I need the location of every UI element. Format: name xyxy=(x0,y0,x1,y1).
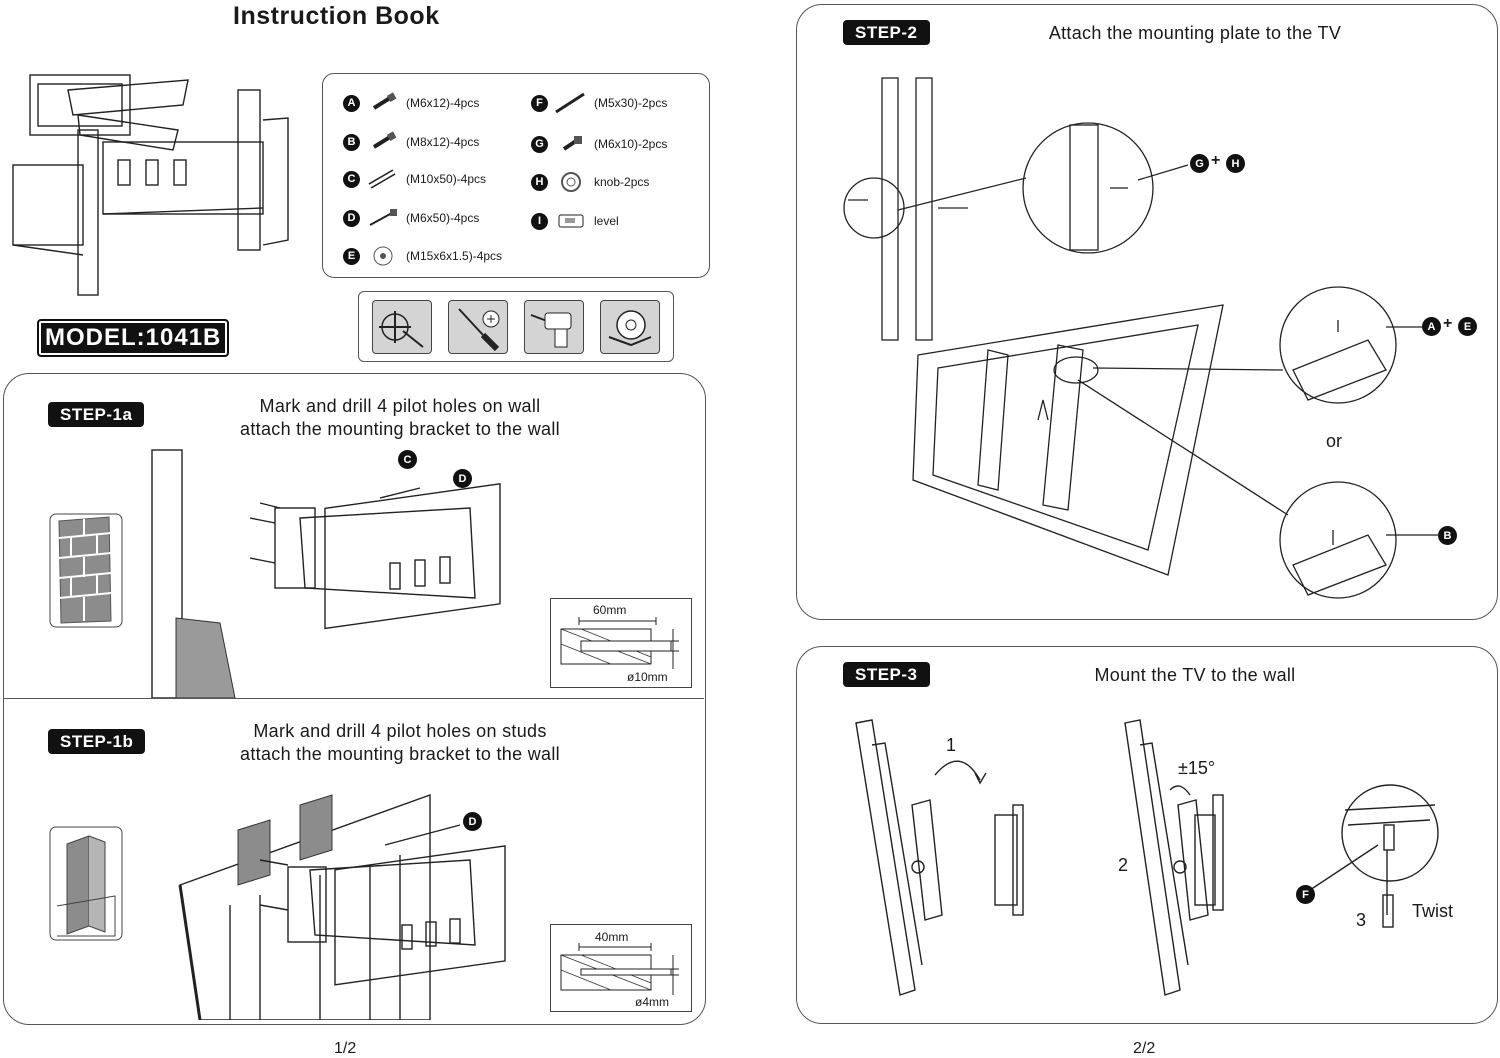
step-3-panel xyxy=(796,646,1498,1024)
bolt-icon xyxy=(366,92,400,114)
hardware-item: C (M10x50)-4pcs xyxy=(343,168,486,190)
model-badge: MODEL:1041B xyxy=(37,319,230,357)
level-icon xyxy=(554,210,588,232)
tilt-angle-label: ±15° xyxy=(1178,758,1216,778)
hardware-item: D (M6x50)-4pcs xyxy=(343,207,479,229)
hardware-item: G (M6x10)-2pcs xyxy=(531,133,667,155)
hardware-spec: (M6x50)-4pcs xyxy=(406,211,480,225)
step-1a-instructions: Mark and drill 4 pilot holes on wall att… xyxy=(200,395,600,441)
step-3-number-2: 2 xyxy=(1118,855,1129,875)
drill-diameter-label-1b: ø4mm xyxy=(635,995,669,1009)
hardware-item: F (M5x30)-2pcs xyxy=(531,92,667,114)
callout-b: B xyxy=(1438,526,1457,545)
page-title: Instruction Book xyxy=(233,2,440,30)
step-3-instructions: Mount the TV to the wall xyxy=(1094,665,1296,685)
callout-g-h: G + H xyxy=(1190,152,1260,176)
lag-screw-icon xyxy=(366,207,400,229)
tape-measure-icon xyxy=(600,300,660,354)
step-3-tag: STEP-3 xyxy=(843,662,930,687)
twist-label: Twist xyxy=(1412,901,1454,921)
callout-g: G xyxy=(1190,154,1209,173)
callout-e: E xyxy=(1458,317,1477,336)
drill-depth-label-1b: 40mm xyxy=(595,930,629,944)
hardware-spec: (M6x12)-4pcs xyxy=(406,96,480,110)
plus-sign: + xyxy=(1211,152,1221,169)
hardware-letter: E xyxy=(343,247,360,265)
callout-d-1b: D xyxy=(463,812,482,831)
anchor-icon xyxy=(366,168,400,190)
drill-depth-diagram-1b: 40mm ø4mm xyxy=(550,924,692,1012)
screwdriver-icon xyxy=(448,300,508,354)
hardware-item: E (M15x6x1.5)-4pcs xyxy=(343,245,502,267)
washer-icon xyxy=(366,245,400,267)
brick-wall-icon xyxy=(49,513,123,628)
step-2-instructions: Attach the mounting plate to the TV xyxy=(1048,23,1342,43)
step-divider xyxy=(3,698,704,700)
hardware-letter: G xyxy=(531,135,548,153)
hardware-letter: F xyxy=(531,94,548,112)
hardware-list xyxy=(322,73,710,278)
hardware-spec: (M10x50)-4pcs xyxy=(406,172,487,186)
power-drill-icon xyxy=(524,300,584,354)
hardware-spec: (M8x12)-4pcs xyxy=(406,135,480,149)
step-1a-line2: attach the mounting bracket to the wall xyxy=(240,419,560,439)
knob-icon xyxy=(554,171,588,193)
drill-mark-icon xyxy=(372,300,432,354)
tools-list xyxy=(358,291,674,362)
step-1a-tag: STEP-1a xyxy=(48,402,145,427)
hardware-spec: (M15x6x1.5)-4pcs xyxy=(406,249,503,263)
hardware-letter: C xyxy=(343,170,360,188)
callout-a: A xyxy=(1422,317,1441,336)
or-label: or xyxy=(1326,431,1343,451)
hardware-letter: D xyxy=(343,209,360,227)
short-bolt-icon xyxy=(554,133,588,155)
hardware-letter: A xyxy=(343,94,360,112)
callout-c: C xyxy=(398,450,417,469)
callout-h: H xyxy=(1226,154,1245,173)
callout-f: F xyxy=(1296,885,1315,904)
callout-a-e: A + E xyxy=(1422,315,1492,339)
step-1b-tag: STEP-1b xyxy=(48,729,146,754)
drill-diameter-label-1a: ø10mm xyxy=(627,670,668,684)
step-3-number-1: 1 xyxy=(946,735,957,755)
step-3-illustration xyxy=(855,719,1439,996)
hardware-letter: H xyxy=(531,173,548,191)
long-screw-icon xyxy=(554,92,588,114)
step-2-panel xyxy=(796,4,1498,620)
hardware-item: B (M8x12)-4pcs xyxy=(343,131,479,153)
step-1b-line1: Mark and drill 4 pilot holes on studs xyxy=(253,721,547,741)
step-1a-illustration xyxy=(151,449,501,698)
stud-wall-icon xyxy=(49,826,123,941)
hardware-spec: knob-2pcs xyxy=(594,175,650,189)
step-3-number-3: 3 xyxy=(1356,910,1367,930)
drill-depth-diagram-1a: 60mm ø10mm xyxy=(550,598,692,688)
hardware-spec: level xyxy=(594,214,619,228)
step-1b-illustration xyxy=(178,794,506,1020)
hardware-item: A (M6x12)-4pcs xyxy=(343,92,479,114)
plus-sign: + xyxy=(1443,315,1453,332)
hardware-spec: (M5x30)-2pcs xyxy=(594,96,668,110)
step-2-illustration xyxy=(843,77,1438,599)
page-number-right: 2/2 xyxy=(1133,1040,1156,1057)
hardware-spec: (M6x10)-2pcs xyxy=(594,137,668,151)
hardware-letter: B xyxy=(343,133,360,151)
callout-d: D xyxy=(453,469,472,488)
step-1b-line2: attach the mounting bracket to the wall xyxy=(240,744,560,764)
wall-mount-illustration xyxy=(12,74,289,296)
hardware-letter: I xyxy=(531,212,548,230)
step-1b-instructions: Mark and drill 4 pilot holes on studs at… xyxy=(200,720,600,766)
page-number-left: 1/2 xyxy=(334,1040,357,1057)
step-2-tag: STEP-2 xyxy=(843,20,930,45)
drill-depth-label-1a: 60mm xyxy=(593,603,627,617)
step-1a-line1: Mark and drill 4 pilot holes on wall xyxy=(259,396,541,416)
bolt-icon xyxy=(366,131,400,153)
